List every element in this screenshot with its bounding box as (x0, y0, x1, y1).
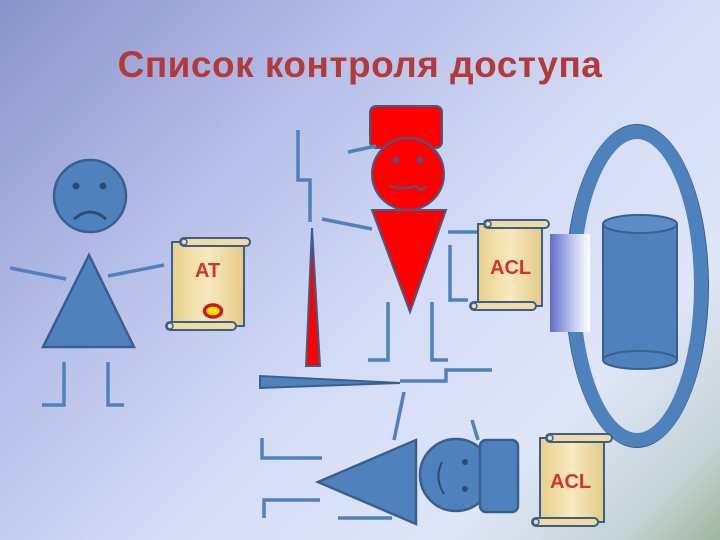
access-token-scroll-icon: AT (165, 237, 251, 331)
acl-scroll-top-icon: ACL (469, 219, 550, 311)
slide-title: Список контроля доступа (117, 44, 603, 85)
acl-scroll-bottom-label: ACL (550, 471, 591, 493)
acl-scroll-top-label: ACL (490, 257, 531, 279)
token-seal-icon (202, 303, 224, 319)
resource-icon (550, 124, 709, 448)
guard-figure-icon (296, 105, 478, 362)
intruder-figure-icon (260, 391, 520, 526)
acl-scroll-bottom-icon: ACL (531, 433, 613, 527)
user-figure-icon (9, 158, 165, 407)
token-scroll-label: AT (195, 260, 220, 282)
barrier-icon (259, 227, 492, 390)
door-opening (550, 234, 590, 332)
